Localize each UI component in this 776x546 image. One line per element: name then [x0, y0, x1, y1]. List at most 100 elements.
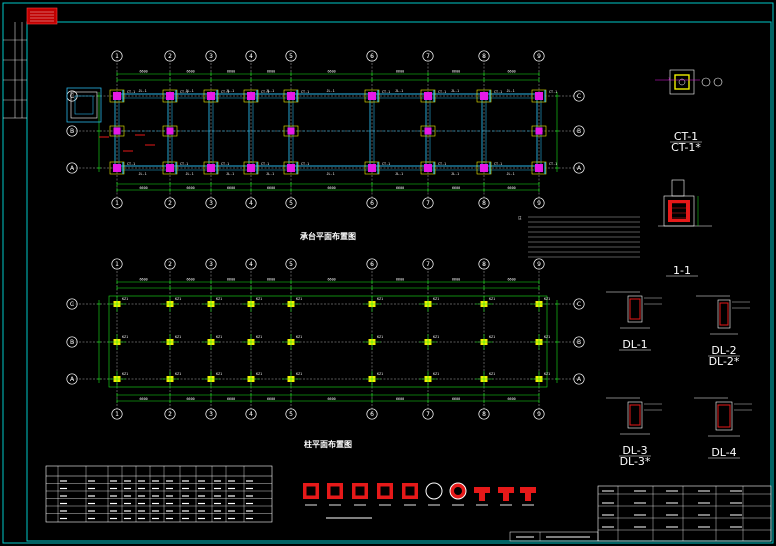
dimension-text: 6600 — [267, 397, 275, 401]
pile-cap — [420, 89, 436, 103]
stair-pit-core — [74, 95, 94, 115]
cap-tag: CT-1 — [382, 162, 390, 166]
pile-cap — [364, 89, 380, 103]
cap-tag: CT-1 — [127, 162, 135, 166]
grid-bubble — [111, 50, 123, 62]
column-stub — [166, 127, 174, 135]
cap-tag: CT-1 — [221, 90, 229, 94]
grid-bubble — [111, 408, 123, 420]
dimension-text: 6600 — [140, 186, 148, 190]
beam-tag: JL-1 — [327, 172, 335, 176]
column-stub — [480, 92, 488, 100]
column-tag: KZ1 — [256, 335, 262, 339]
ct1-column — [674, 74, 690, 90]
grid-bubble-label: 1 — [115, 200, 119, 207]
grid-bubble — [164, 408, 176, 420]
boundary-line — [108, 295, 548, 388]
dimension-text: 6600 — [140, 397, 148, 401]
grid-bubble-label: 5 — [289, 53, 293, 60]
dimension-text: 6600 — [267, 70, 275, 74]
dl3-label-sub: DL-3* — [620, 455, 651, 468]
dl3-rebar — [629, 404, 641, 426]
column-tag: KZ1 — [175, 297, 181, 301]
grid-bubble-label: 1 — [115, 261, 119, 268]
dl4-beam — [715, 401, 733, 431]
column-tag: KZ1 — [256, 372, 262, 376]
cap-tag: CT-1 — [180, 90, 188, 94]
dimension-text: 6600 — [140, 70, 148, 74]
grid-bubble-label: 6 — [370, 261, 374, 268]
dimension-text: 6600 — [227, 278, 235, 282]
ct1-label: CT-1 — [674, 130, 698, 143]
column-tag: KZ1 — [296, 297, 302, 301]
grid-bubble-label: 4 — [249, 261, 253, 268]
title-block — [597, 485, 772, 542]
pile-cap — [476, 89, 492, 103]
dl1-beam — [627, 295, 643, 323]
section-type-round — [425, 482, 443, 500]
dl3-label: DL-3 — [622, 444, 647, 457]
pile-cap — [109, 161, 125, 175]
grid-bubble-label: A — [70, 376, 75, 383]
column-plan: 6600660066006600660066006600660066006600… — [66, 258, 585, 420]
column-tag: KZ1 — [377, 297, 383, 301]
pile-cap — [476, 161, 492, 175]
section-type-round-core — [454, 487, 462, 495]
revision-stamp — [26, 7, 58, 25]
column-stub — [287, 92, 295, 100]
grid-bubble — [205, 50, 217, 62]
grid-bubble-label: C — [577, 93, 581, 100]
grid-bubble-label: 2 — [168, 261, 172, 268]
dl2-label-sub: DL-2* — [709, 355, 740, 368]
grid-bubble — [164, 258, 176, 270]
ct1-pile-symbol — [701, 77, 711, 87]
grid-bubble-label: 7 — [426, 53, 430, 60]
stair-pit-inner — [70, 91, 98, 119]
grid-bubble — [533, 408, 545, 420]
dimension-text: 6600 — [396, 186, 404, 190]
dl3-beam — [627, 401, 643, 429]
pile-cap — [162, 125, 178, 137]
column-tag: KZ1 — [544, 372, 550, 376]
column-tag: KZ1 — [216, 372, 222, 376]
grid-bubble — [66, 373, 78, 385]
grid-bubble-label: 9 — [537, 261, 541, 268]
grid-bubble-label: C — [70, 301, 74, 308]
pile-cap-plan: 6600660066006600660066006600660066006600… — [66, 50, 640, 258]
dimension-text: 6600 — [508, 397, 516, 401]
column-stub — [424, 164, 432, 172]
pile-cap — [420, 161, 436, 175]
grid-bubble — [164, 50, 176, 62]
column-stub — [535, 127, 543, 135]
pile-cap — [109, 89, 125, 103]
dimension-text: 6600 — [328, 278, 336, 282]
grid-bubble — [285, 197, 297, 209]
grid-bubble — [366, 197, 378, 209]
grid-bubble-label: 4 — [249, 53, 253, 60]
beam-tag: JL-1 — [327, 89, 335, 93]
grid-bubble — [66, 162, 78, 174]
pile-cap — [243, 89, 259, 103]
grid-bubble — [573, 125, 585, 137]
beam-tag: JL-1 — [226, 89, 234, 93]
cap-tag: CT-1 — [494, 90, 502, 94]
dimension-text: 6600 — [452, 186, 460, 190]
grid-bubble-label: 8 — [482, 200, 486, 207]
column-stub — [424, 92, 432, 100]
grid-bubble-label: 8 — [482, 53, 486, 60]
beam-tag: JL-1 — [139, 172, 147, 176]
column-stub — [287, 127, 295, 135]
column-tag: KZ1 — [175, 372, 181, 376]
grid-bubble-label: 8 — [482, 261, 486, 268]
column-stub — [535, 164, 543, 172]
grid-bubble — [366, 408, 378, 420]
column-tag: KZ1 — [216, 297, 222, 301]
grid-bubble — [285, 258, 297, 270]
grid-bubble-label: 9 — [537, 200, 541, 207]
dimension-text: 6600 — [267, 186, 275, 190]
grid-bubble — [366, 258, 378, 270]
grid-bubble — [422, 197, 434, 209]
grid-bubble — [205, 197, 217, 209]
grid-bubble — [533, 258, 545, 270]
pile-cap — [531, 89, 547, 103]
